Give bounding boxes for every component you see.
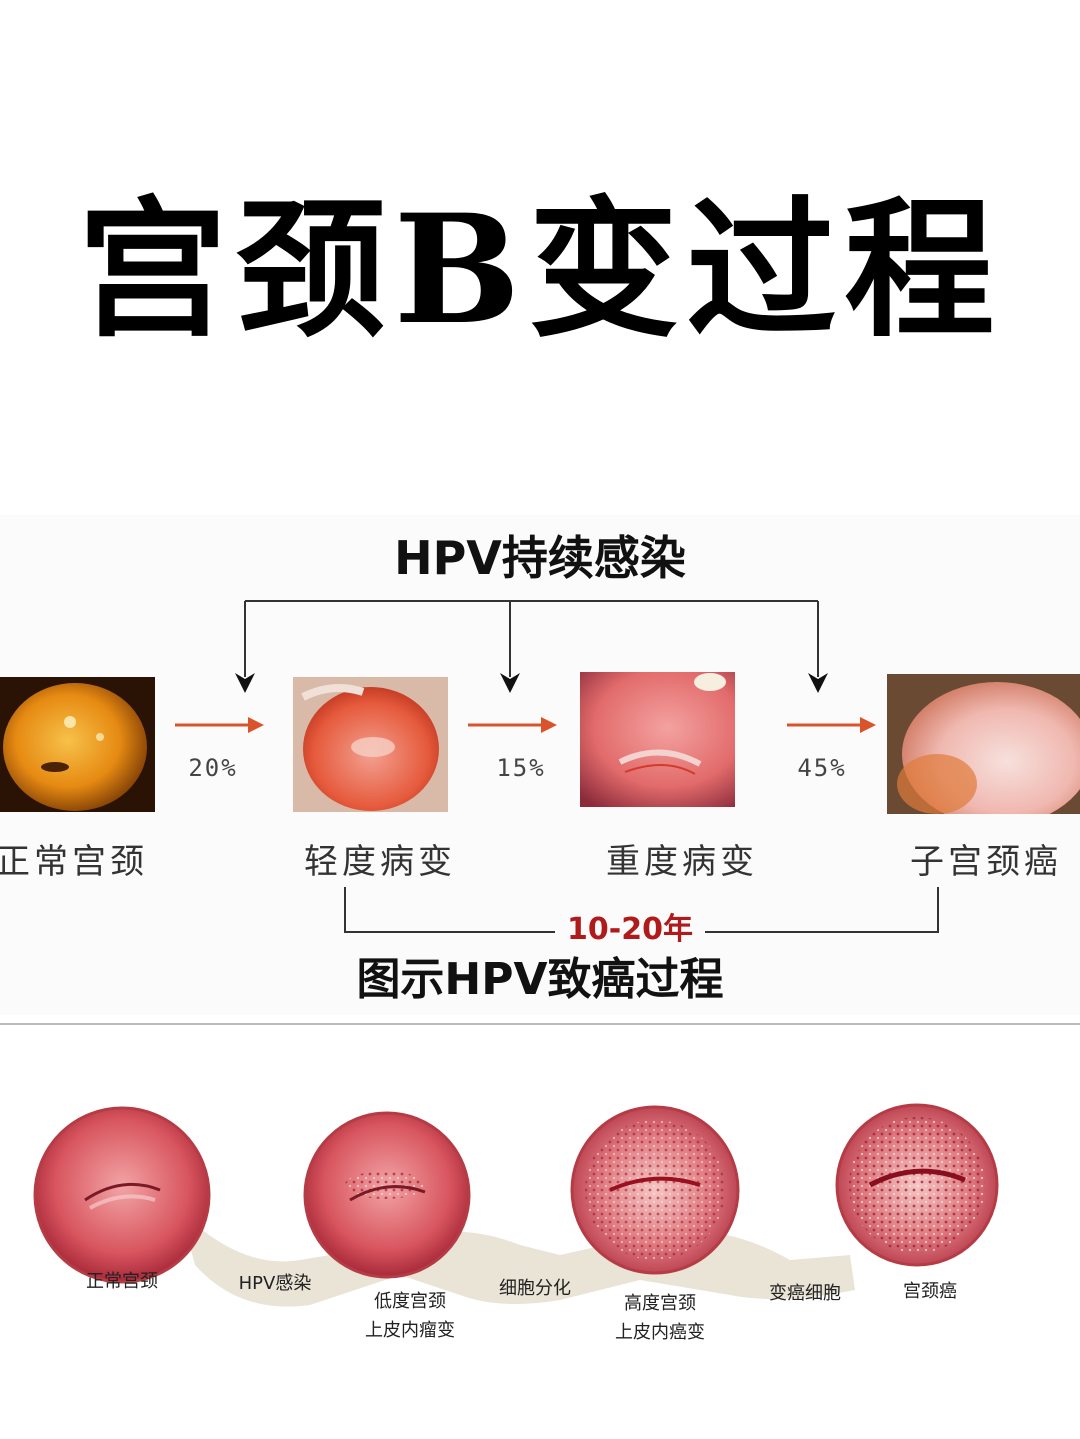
duration-label: 10-20年 (555, 915, 705, 945)
progression-connectors (175, 600, 939, 933)
stage-label-severe: 重度病变 (606, 842, 758, 882)
transition-label-differentiation: 细胞分化 (499, 1278, 571, 1299)
mild-lesion-photo (293, 677, 448, 812)
carcinogenesis-caption: 图示HPV致癌过程 (356, 954, 724, 1005)
high-grade-lesion-illustration (570, 1105, 740, 1275)
main-title: 宫颈B变过程 (77, 182, 1003, 358)
stage-label-normal: 正常宫颈 (0, 842, 148, 882)
cervix-stage-illustrations (33, 1103, 999, 1307)
progression-rate-2: 15% (496, 754, 546, 782)
illustration-label-high-grade: 高度宫颈 上皮内癌变 (615, 1293, 705, 1343)
orange-arrow-icon (468, 717, 557, 733)
down-arrow-icon (235, 673, 255, 693)
progression-rate-1: 20% (188, 754, 238, 782)
illustration-label-normal: 正常宫颈 (86, 1271, 158, 1292)
hpv-persistent-infection-heading: HPV持续感染 (394, 531, 686, 585)
severe-lesion-photo (580, 672, 735, 807)
normal-cervix-photo (0, 677, 155, 812)
down-arrow-icon (808, 673, 828, 693)
transition-label-cancer-cells: 变癌细胞 (769, 1283, 841, 1304)
transition-label-hpv: HPV感染 (238, 1273, 312, 1294)
normal-cervix-illustration (33, 1106, 211, 1284)
illustration-label-cancer: 宫颈癌 (903, 1281, 957, 1302)
illustration-label-low-grade: 低度宫颈 上皮内瘤变 (365, 1291, 455, 1341)
down-arrow-icon (500, 673, 520, 693)
section-divider (0, 1023, 1080, 1025)
orange-arrow-icon (175, 717, 264, 733)
progression-rate-3: 45% (797, 754, 847, 782)
stage-label-mild: 轻度病变 (304, 842, 456, 882)
low-grade-lesion-illustration (303, 1111, 471, 1279)
stage-label-cancer: 子宫颈癌 (910, 842, 1062, 882)
orange-arrow-icon (787, 717, 876, 733)
cervical-cancer-photo (887, 674, 1080, 814)
cervical-cancer-illustration (835, 1103, 999, 1267)
hpv-bracket-lines (244, 600, 819, 677)
